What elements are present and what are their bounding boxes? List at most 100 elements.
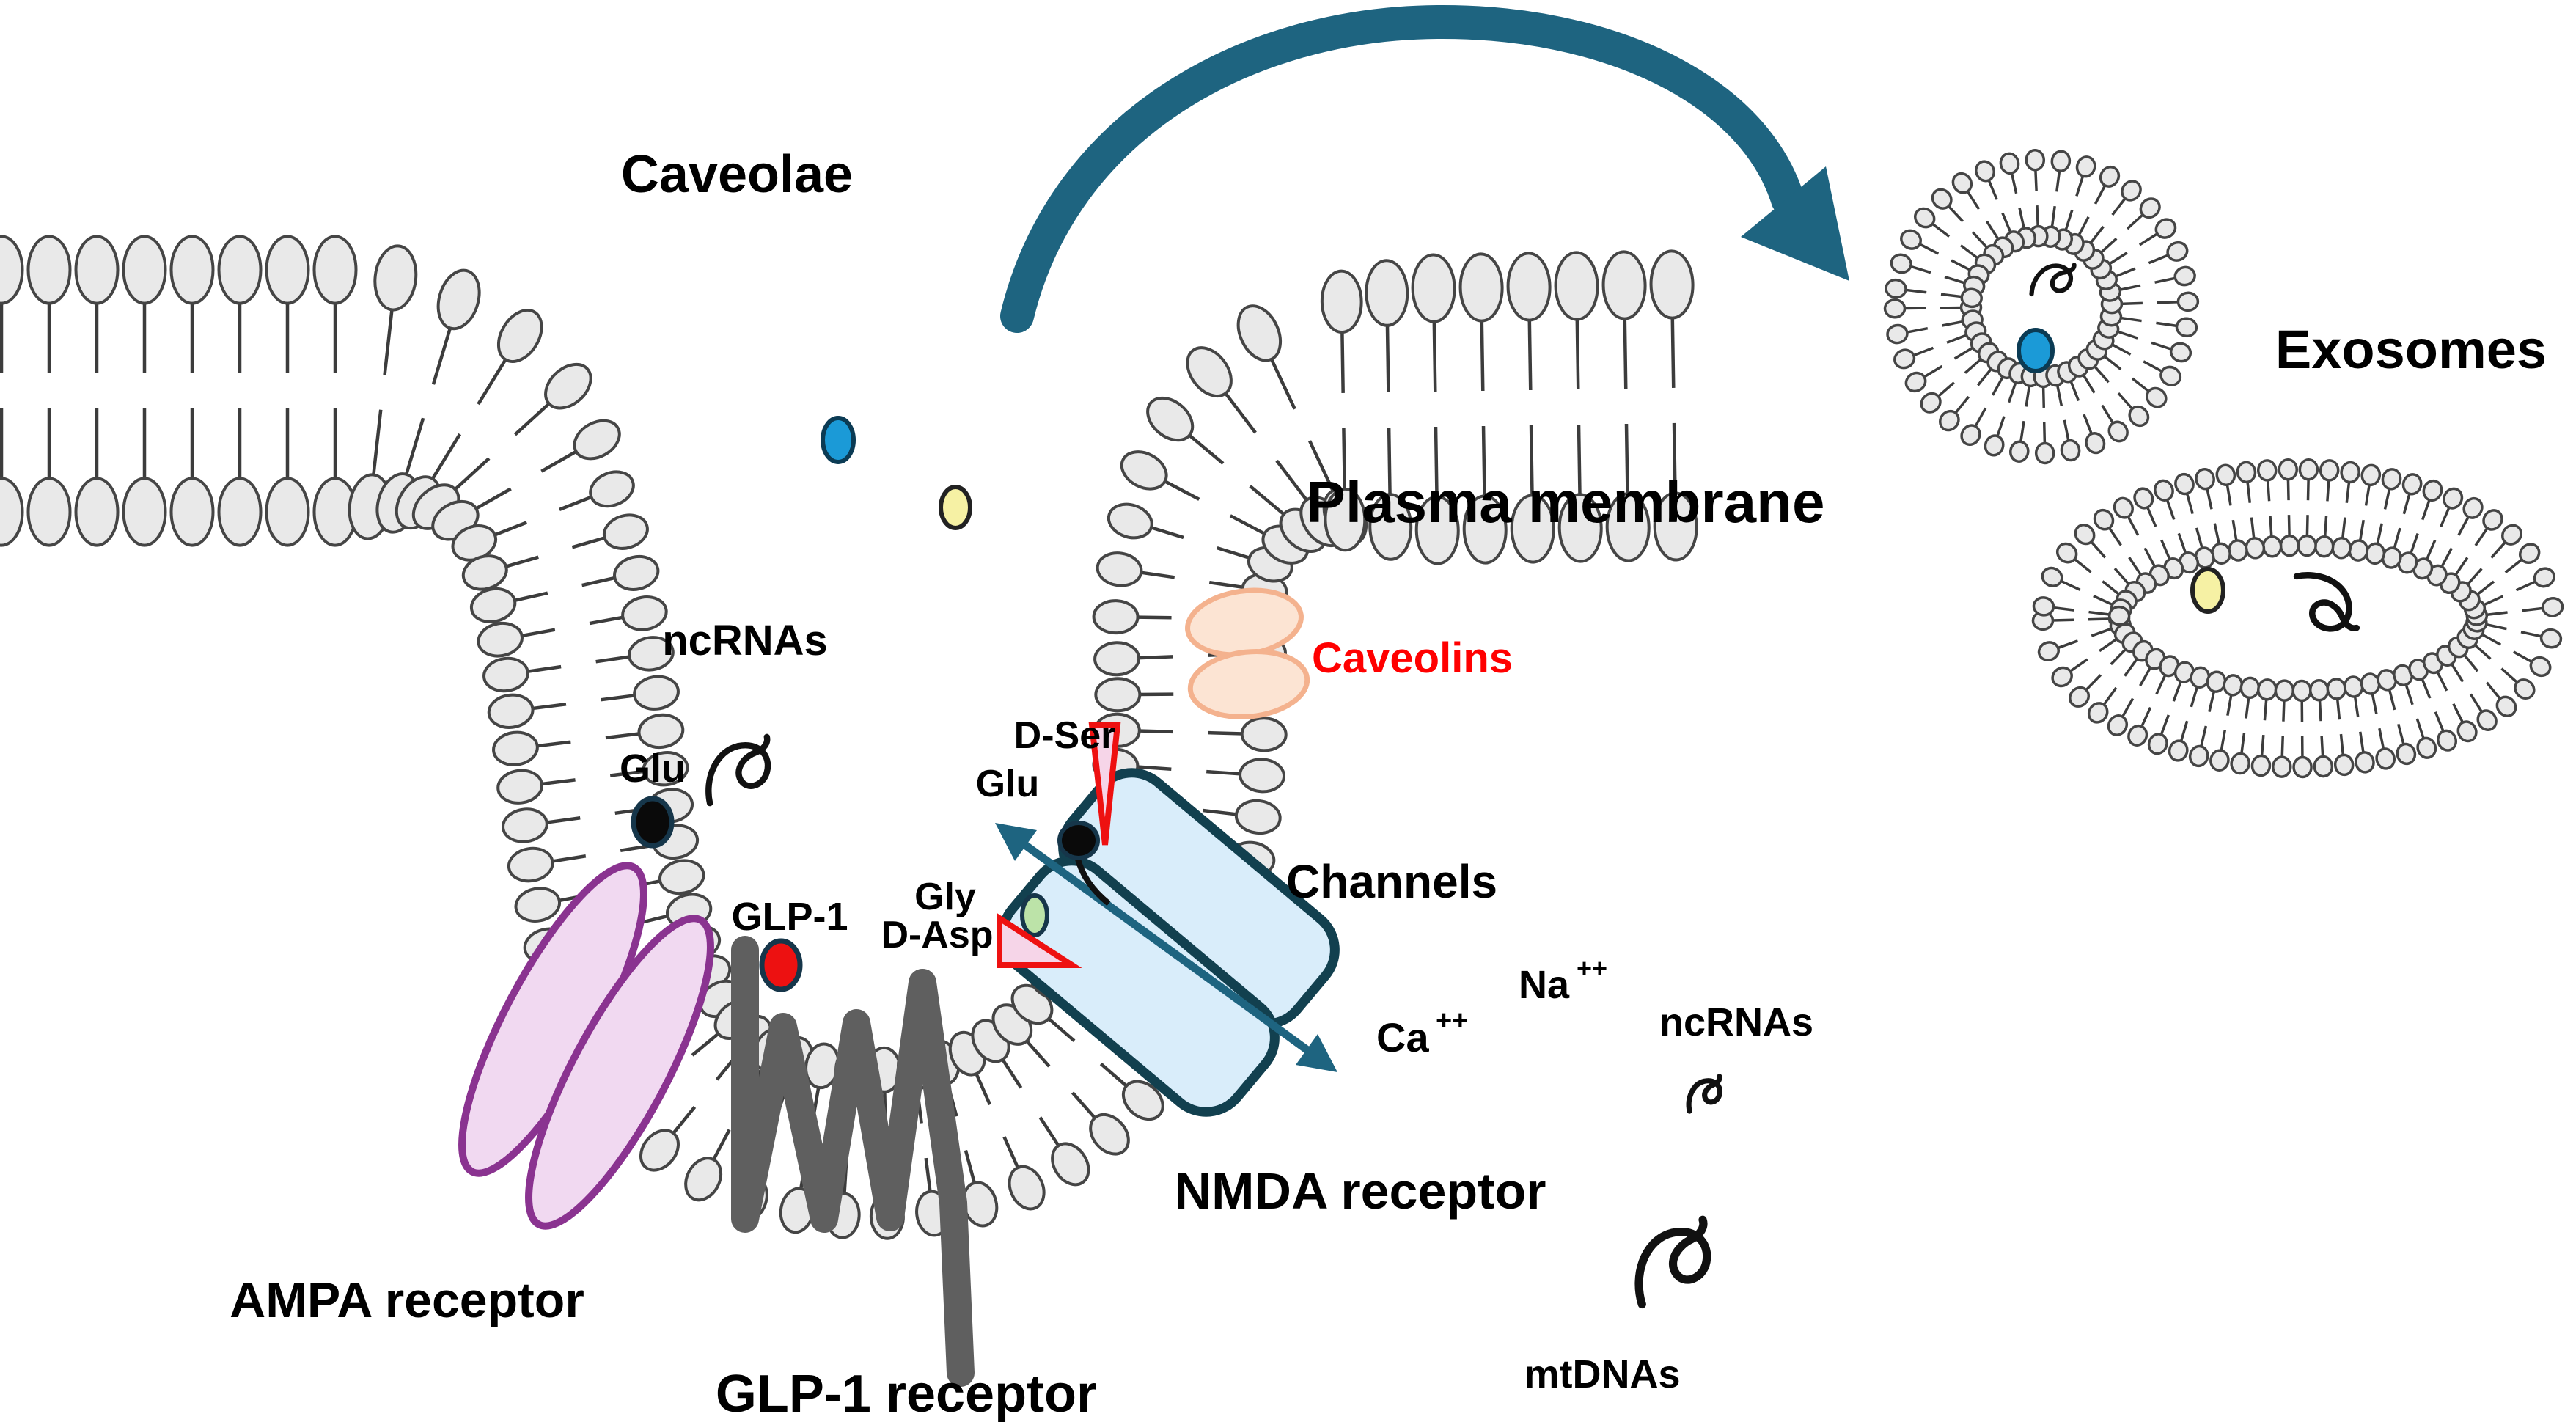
- lipid-head: [373, 244, 418, 312]
- lipid-head: [1414, 495, 1460, 565]
- lipid-head: [2154, 479, 2174, 502]
- label-exosomes: Exosomes: [2275, 319, 2547, 380]
- lipid-head: [2032, 596, 2055, 617]
- d-ser-cone-icon: [1088, 722, 1121, 846]
- label-glp1-receptor: GLP-1 receptor: [716, 1365, 1097, 1422]
- lipid-head: [2159, 365, 2182, 386]
- lipid-head: [1096, 551, 1143, 587]
- lipid-head: [2539, 628, 2563, 649]
- lipid-head: [2146, 386, 2168, 408]
- lipid-head: [2154, 218, 2177, 239]
- bilayer-midline: [1927, 192, 2157, 421]
- lipid-head: [2127, 724, 2148, 747]
- lipid-head: [1368, 493, 1413, 561]
- ampa-subunit: [525, 915, 714, 1230]
- lipid-head: [2313, 755, 2334, 778]
- lipid-head: [1411, 253, 1456, 323]
- lipid-head: [482, 656, 529, 693]
- lipid-head: [2257, 678, 2278, 701]
- lipid-head: [1557, 493, 1603, 563]
- lipid-head: [628, 636, 675, 672]
- lipid-head: [2175, 317, 2198, 338]
- arrow-shaft: [1000, 4, 1805, 333]
- lipid-head: [1913, 207, 1936, 229]
- lipid-head: [1146, 396, 1195, 442]
- lipid-head: [684, 1157, 723, 1202]
- ncrna-squiggle-exosome: [2297, 575, 2357, 628]
- label-d-ser: D-Ser: [1014, 714, 1116, 757]
- exosome-contents: [2017, 256, 2357, 628]
- lipid-head: [492, 730, 539, 766]
- lipid-head: [436, 268, 481, 331]
- lipid-head: [2495, 695, 2517, 717]
- lipid-head: [2074, 524, 2096, 546]
- lipid-head: [2297, 534, 2317, 557]
- lipid-head: [2381, 468, 2402, 491]
- lipid-head: [217, 477, 263, 547]
- bilayer-midline: [2075, 502, 2522, 735]
- lipid-head: [2239, 676, 2261, 700]
- d-asp-cone-icon: [997, 912, 1082, 968]
- lipid-head: [265, 477, 310, 547]
- ampa-receptor-shape: [458, 862, 714, 1230]
- lipid-head: [26, 477, 72, 547]
- lipid-head: [2443, 487, 2464, 510]
- lipid-head: [2462, 496, 2484, 519]
- lipid-head: [2215, 463, 2236, 486]
- lipid-head: [2274, 679, 2295, 702]
- lipid-head: [1092, 599, 1140, 635]
- lipid-head: [2107, 605, 2131, 626]
- lipid-head: [2093, 508, 2115, 531]
- ncrna-squiggle-pit: [708, 737, 768, 803]
- lipid-head: [2416, 736, 2437, 759]
- label-caveolins: Caveolins: [1312, 634, 1513, 682]
- lipid-head: [0, 477, 24, 547]
- label-d-asp: D-Asp: [881, 914, 993, 956]
- lipid-head: [2107, 714, 2129, 736]
- lipid-head: [2245, 537, 2266, 560]
- lipid-head: [1904, 371, 1927, 393]
- lipid-head: [639, 1129, 680, 1172]
- lipid-head: [2121, 180, 2142, 202]
- glu-molecule-dot: [631, 796, 675, 849]
- exosome-ellipse-membrane: [2031, 458, 2564, 779]
- lipid-head: [2069, 686, 2091, 708]
- lipid-head: [2139, 197, 2161, 219]
- label-glp1: GLP-1: [731, 895, 848, 939]
- ncrna-squiggle-exosome: [2030, 256, 2074, 303]
- glp1-serpentine: [731, 936, 975, 1387]
- label-glu-channel: Glu: [976, 763, 1040, 805]
- lipid-head: [2107, 420, 2129, 443]
- label-na: Na: [1519, 963, 1570, 1007]
- caveolin-oval: [1187, 648, 1310, 720]
- lipid-head: [1885, 278, 1907, 299]
- lipid-head: [217, 235, 263, 305]
- caveola-lumen-contents: [708, 416, 972, 803]
- exosome-circle-membrane: [1883, 148, 2200, 465]
- label-caveolae: Caveolae: [621, 145, 853, 204]
- lipid-head: [2034, 441, 2055, 465]
- lipid-head: [502, 807, 548, 843]
- lipid-head: [122, 235, 167, 305]
- lipid-head: [1094, 677, 1142, 713]
- lipid-head: [2291, 679, 2312, 703]
- lipid-head: [2309, 678, 2330, 702]
- lipid-head: [613, 554, 660, 591]
- lipid-head: [1365, 259, 1409, 327]
- lipid-head: [487, 693, 535, 729]
- lipid-head: [658, 859, 705, 895]
- lipid-head: [2343, 675, 2364, 698]
- lipid-head: [2195, 468, 2215, 491]
- label-ampa-receptor: AMPA receptor: [230, 1272, 584, 1328]
- lipid-head: [2340, 461, 2360, 484]
- lipid-head: [2041, 566, 2063, 587]
- lipid-head: [2482, 509, 2503, 531]
- lipid-head: [2236, 461, 2257, 484]
- glu-molecule-dot: [1057, 821, 1100, 860]
- lipid-head: [642, 751, 689, 787]
- lipid-head: [544, 362, 592, 410]
- caveola-to-exosome-arrow: [1000, 4, 1849, 333]
